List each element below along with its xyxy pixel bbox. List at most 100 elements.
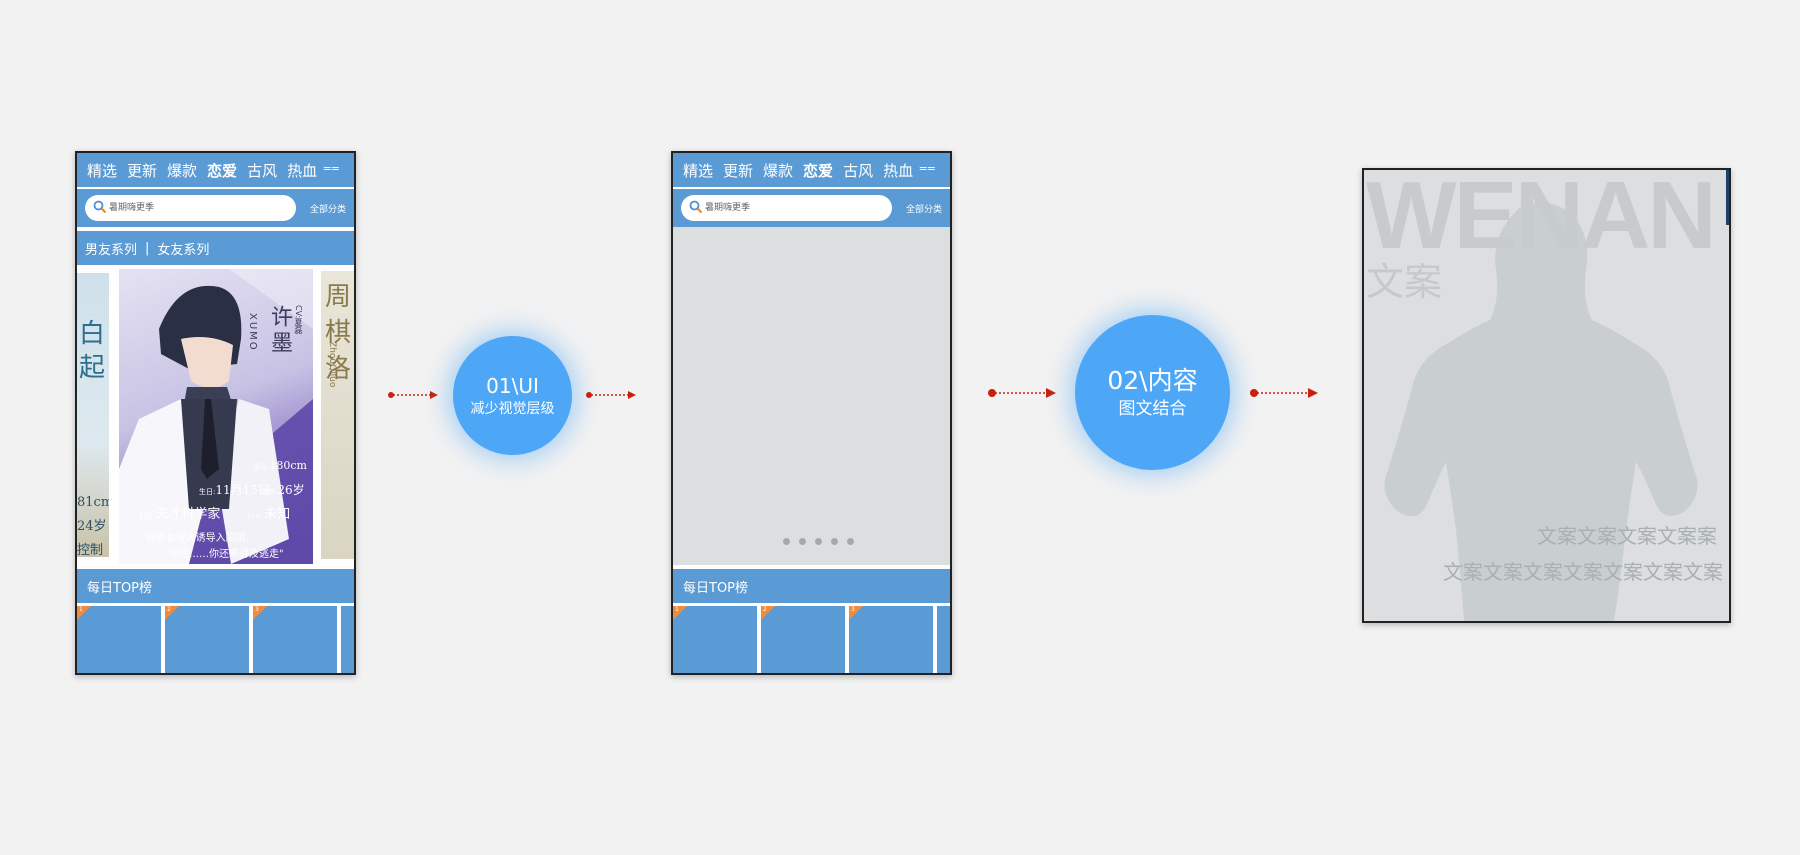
search-icon: [689, 200, 703, 214]
tab-baokuan[interactable]: 爆款: [763, 161, 794, 180]
menu-icon[interactable]: ==: [918, 162, 936, 175]
tab-lianai[interactable]: 恋爱: [207, 161, 238, 180]
series-separator: |: [145, 240, 150, 256]
rank-badge: [253, 606, 267, 620]
age-value: 26岁: [277, 483, 305, 497]
search-box[interactable]: [681, 195, 892, 221]
rank-number: 1: [79, 606, 83, 613]
top-list-item[interactable]: 1: [673, 606, 757, 673]
top-list-item[interactable]: 1: [77, 606, 161, 673]
category-nav: 精选 更新 爆款 恋爱 古风 热血 ==: [673, 153, 950, 187]
search-bar: 全部分类: [673, 189, 950, 227]
tab-rexue[interactable]: 热血: [883, 161, 914, 180]
series-boyfriend-tab[interactable]: 男友系列: [85, 242, 138, 258]
card-job-row: 职业:天才科学家: [139, 503, 220, 522]
character-card-right[interactable]: 周 棋 洛 ZhouQiluo: [321, 271, 354, 559]
step-content-circle: 02\内容 图文结合: [1075, 315, 1230, 470]
card-quote-line1: "感情会将人诱导入陷阱。: [141, 533, 256, 544]
evol-label: Evol:: [247, 512, 265, 520]
rank-badge: [849, 606, 863, 620]
menu-icon[interactable]: ==: [322, 162, 340, 175]
birthday-label: 生日:: [199, 488, 216, 496]
job-value: 天才科学家: [155, 507, 221, 522]
left-card-name: 白 起: [79, 317, 105, 385]
search-input[interactable]: [109, 199, 289, 217]
tab-jingxuan[interactable]: 精选: [683, 161, 714, 180]
right-card-char-1: 周: [325, 282, 352, 312]
carousel-dot[interactable]: [783, 538, 790, 545]
top-list-item-partial[interactable]: [937, 606, 950, 673]
poster-small-word: 文案: [1366, 260, 1443, 304]
search-box[interactable]: [85, 195, 296, 221]
banner-placeholder[interactable]: [673, 227, 950, 565]
nav-divider: [77, 187, 354, 189]
flow-arrow: [1250, 388, 1318, 398]
daily-top-header: 每日TOP榜: [673, 569, 950, 603]
step-ui-title: 01\UI: [486, 373, 539, 398]
all-categories-link[interactable]: 全部分类: [905, 205, 942, 215]
right-card-name: 周 棋 洛: [325, 279, 351, 387]
top-list-item[interactable]: 2: [761, 606, 845, 673]
top-list-item[interactable]: 2: [165, 606, 249, 673]
card-birthday-row: 生日:11月15日: [199, 481, 270, 498]
rank-number: 2: [167, 606, 171, 613]
all-categories-link[interactable]: 全部分类: [309, 205, 346, 215]
rank-number: 3: [851, 606, 855, 613]
birthday-value: 11月15日: [215, 483, 270, 497]
poster-example: WENAN 文案 文案文案文案文案案 文案文案文案文案文案文案文案: [1362, 168, 1731, 623]
top-list-item[interactable]: 3: [849, 606, 933, 673]
right-card-char-2: 棋: [325, 318, 352, 348]
right-card-char-3: 洛: [325, 354, 352, 384]
rank-badge: [165, 606, 179, 620]
carousel-dot[interactable]: [847, 538, 854, 545]
flow-arrow: [388, 391, 438, 399]
step-ui-subtitle: 减少视觉层级: [470, 400, 555, 417]
evol-value: 未知: [264, 507, 291, 522]
left-card-age: 24岁: [77, 519, 107, 534]
top-list-row: 1 2 3: [673, 606, 950, 673]
card-cv: CV:夏磊: [294, 305, 303, 335]
age-label: 年龄:: [261, 488, 278, 496]
carousel-dot[interactable]: [815, 538, 822, 545]
tab-rexue[interactable]: 热血: [287, 161, 318, 180]
tab-gufeng[interactable]: 古风: [247, 161, 278, 180]
card-name-zh: 许墨: [267, 305, 292, 357]
card-age-row: 年龄:26岁: [261, 481, 305, 498]
category-nav: 精选 更新 爆款 恋爱 古风 热血 ==: [77, 153, 354, 187]
left-card-trait: 控制: [77, 543, 104, 557]
search-icon: [93, 200, 107, 214]
carousel-dot[interactable]: [831, 538, 838, 545]
rank-number: 3: [255, 606, 259, 613]
rank-badge: [761, 606, 775, 620]
top-list-item-partial[interactable]: [341, 606, 354, 673]
carousel-dots: [783, 538, 863, 545]
character-card-main[interactable]: 许墨 XUMO CV:夏磊 身高:180cm 生日:11月15日 年龄:26岁 …: [119, 269, 313, 564]
carousel-dot[interactable]: [799, 538, 806, 545]
tab-jingxuan[interactable]: 精选: [87, 161, 118, 180]
flow-arrow: [988, 388, 1056, 398]
top-list-item[interactable]: 3: [253, 606, 337, 673]
poster-copy-line1: 文案文案文案文案案: [1537, 524, 1717, 548]
character-carousel[interactable]: 白 起 81cm 24岁 控制 许墨 XUMO: [77, 265, 354, 565]
left-card-char-1: 白: [79, 319, 106, 349]
tab-gengxin[interactable]: 更新: [723, 161, 754, 180]
tab-lianai[interactable]: 恋爱: [803, 161, 834, 180]
tab-baokuan[interactable]: 爆款: [167, 161, 198, 180]
series-header: 男友系列 | 女友系列: [77, 231, 354, 265]
flow-arrow: [586, 391, 636, 399]
left-card-height: 81cm: [77, 495, 109, 510]
daily-top-header: 每日TOP榜: [77, 569, 354, 603]
series-girlfriend-tab[interactable]: 女友系列: [157, 242, 210, 258]
right-card-name-en: ZhouQiluo: [327, 341, 337, 388]
character-card-left[interactable]: 白 起 81cm 24岁 控制: [77, 273, 109, 557]
step-content-subtitle: 图文结合: [1118, 398, 1187, 419]
search-input[interactable]: [705, 199, 885, 217]
tab-gengxin[interactable]: 更新: [127, 161, 158, 180]
search-bar: 全部分类: [77, 189, 354, 227]
card-quote-line2: 现在……你还来得及逃走": [169, 549, 284, 560]
phone-mockup-simplified: 精选 更新 爆款 恋爱 古风 热血 == 全部分类 每日TOP榜 1 2 3: [671, 151, 952, 675]
poster-edge-accent: [1726, 170, 1729, 225]
tab-gufeng[interactable]: 古风: [843, 161, 874, 180]
nav-divider: [673, 187, 950, 189]
card-evol-row: Evol:未知: [247, 503, 290, 522]
